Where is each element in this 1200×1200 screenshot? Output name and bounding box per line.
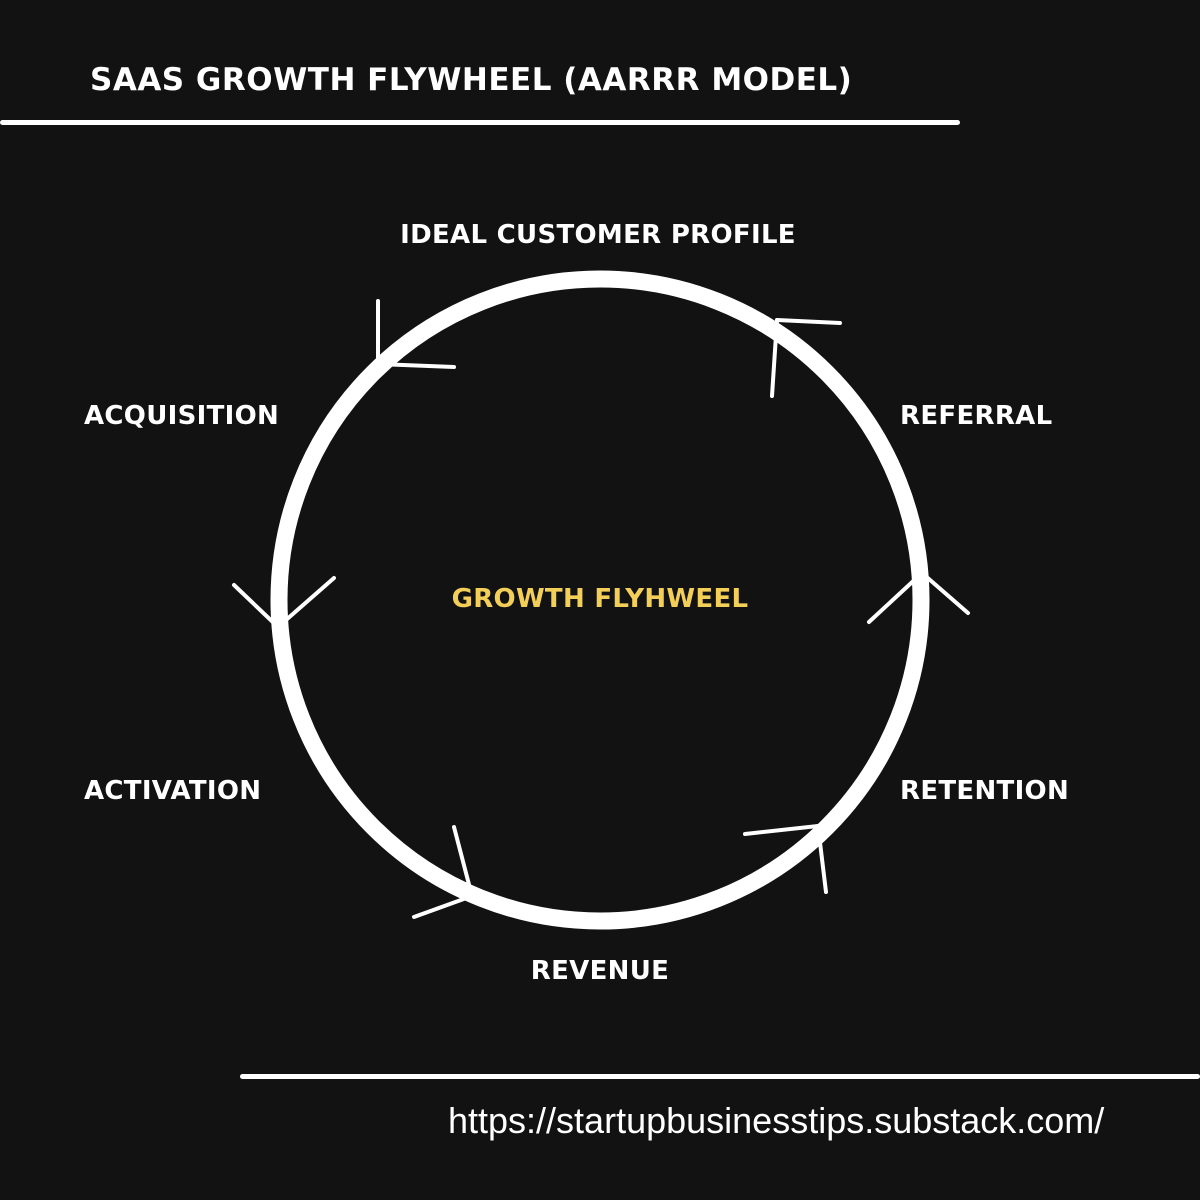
chevron-arrow-icon	[770, 318, 842, 398]
chevron-arrow-icon	[376, 299, 456, 369]
chevron-arrow-icon	[743, 824, 828, 894]
stage-label-retention: RETENTION	[900, 776, 1070, 806]
stage-label-referral: REFERRAL	[900, 401, 1053, 431]
chevron-arrow-icon	[232, 576, 336, 629]
center-label: GROWTH FLYHWEEL	[451, 584, 749, 614]
stage-label-revenue: REVENUE	[530, 956, 670, 986]
chevron-arrow-icon	[412, 825, 474, 919]
footer-divider	[240, 1074, 1200, 1079]
footer-url[interactable]: https://startupbusinesstips.substack.com…	[448, 1100, 1105, 1141]
chevron-arrow-icon	[867, 571, 970, 624]
stage-label-activation: ACTIVATION	[84, 776, 262, 806]
title-underline	[0, 120, 960, 125]
stage-label-acquisition: ACQUISITION	[84, 401, 280, 431]
flywheel-ring	[270, 270, 930, 930]
page-title: SAAS GROWTH FLYWHEEL (AARRR MODEL)	[90, 62, 853, 98]
stage-label-ideal-customer-profile: IDEAL CUSTOMER PROFILE	[400, 220, 796, 250]
